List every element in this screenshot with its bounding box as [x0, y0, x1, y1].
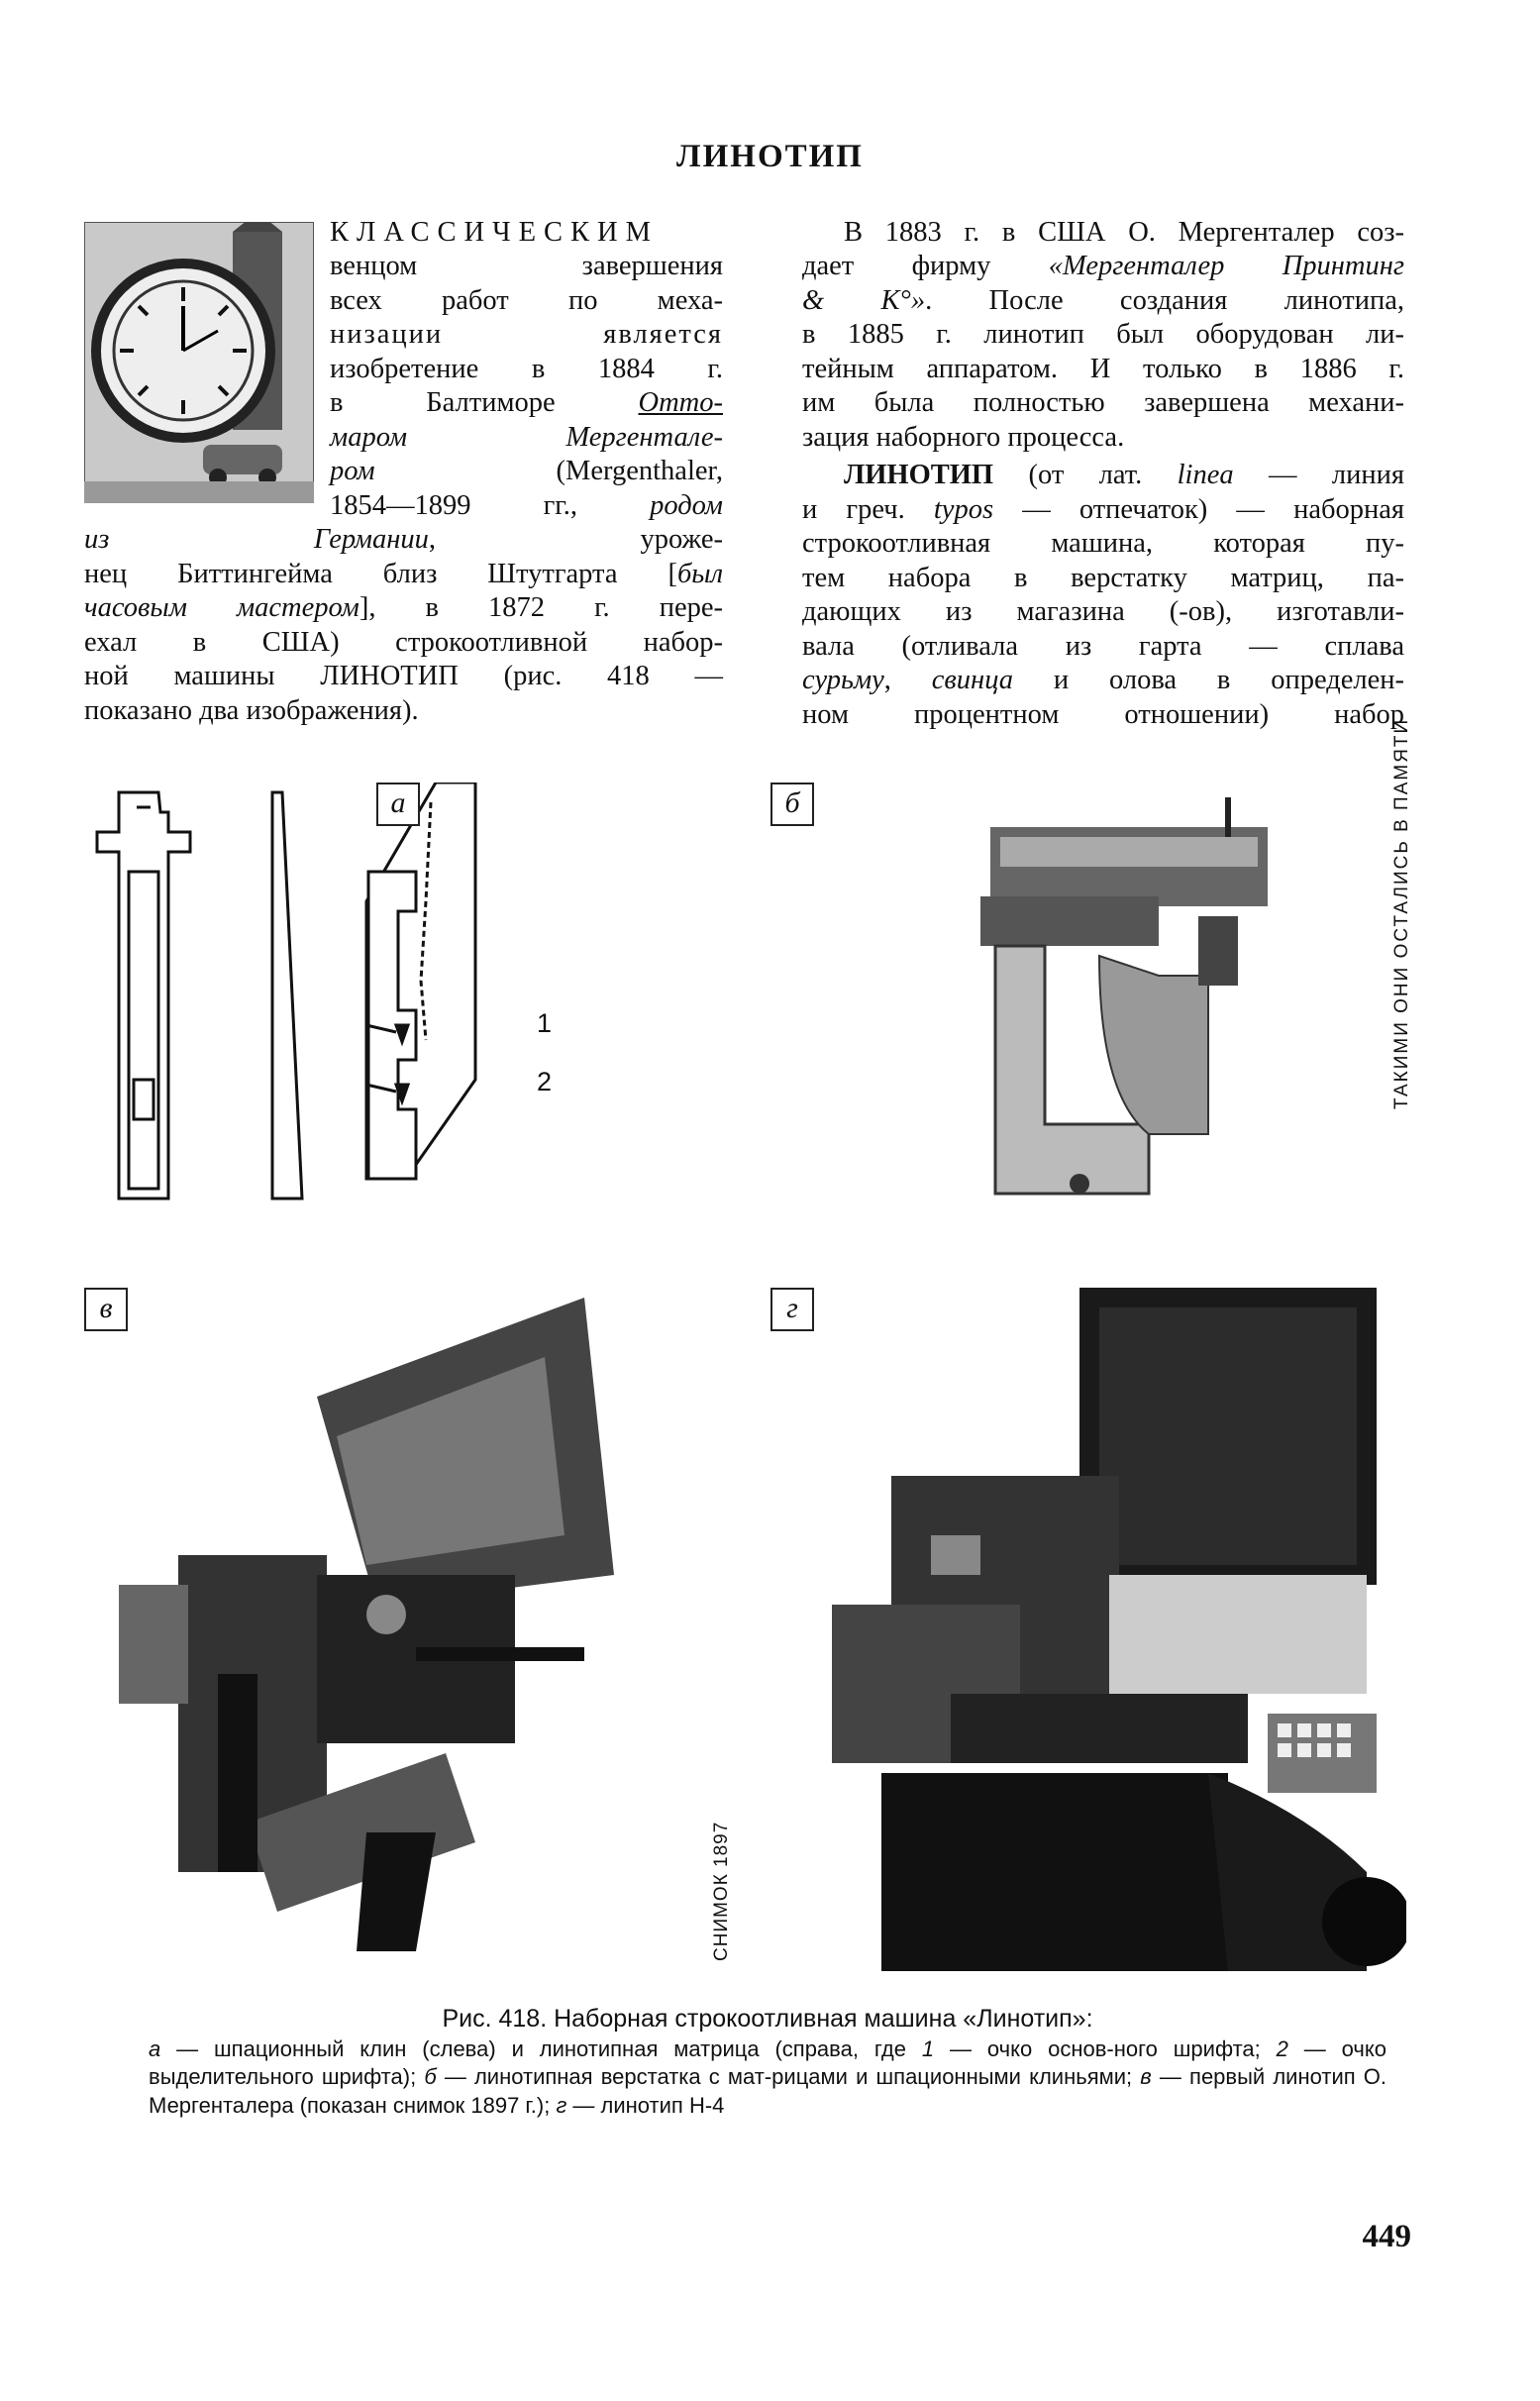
- caption-text: — шпационный клин (слева) и линотипная м…: [160, 2036, 922, 2061]
- text-line: всех работ по меха-: [330, 284, 723, 316]
- text-span: (от лат.: [993, 460, 1178, 491]
- name-italic: ром: [330, 456, 375, 487]
- text-italic: часовым мастером: [84, 592, 359, 624]
- figure-label-g: г: [770, 1288, 814, 1331]
- text-italic: сурьму: [802, 665, 884, 696]
- text-italic: linea: [1177, 460, 1234, 491]
- text-line: нец Биттингейма близ Штутгарта [был: [84, 558, 723, 591]
- spacing-wedge-drawing: [95, 790, 192, 1200]
- text-line: 1854—1899 гг., родом: [84, 489, 723, 523]
- text-span: , уроже-: [428, 524, 724, 556]
- text-italic: «Мергенталер Принтинг: [1048, 251, 1405, 282]
- text-line: тейным аппаратом. И только в 1886 г.: [802, 353, 1404, 384]
- text-span: — отпечаток) — наборная: [993, 493, 1404, 525]
- caption-number: 2: [1276, 2036, 1288, 2061]
- photo-credit: СНИМОК 1897: [711, 1821, 732, 1961]
- clock-illustration: [84, 222, 314, 503]
- caption-letter: г: [556, 2092, 567, 2118]
- text-line: показано два изображения).: [84, 694, 419, 726]
- page-number: 449: [1362, 2219, 1412, 2254]
- text-italic: typos: [933, 493, 994, 525]
- text-line: ром (Mergenthaler,: [84, 455, 723, 488]
- composing-stick-photo: [980, 797, 1268, 1196]
- text-span: 1854—1899 гг.,: [330, 489, 651, 521]
- left-text-column: КЛАССИЧЕСКИМ венцом завершения всех рабо…: [84, 216, 723, 728]
- thin-wedge-drawing: [270, 790, 304, 1200]
- lead-word: КЛАССИЧЕСКИМ: [330, 217, 659, 248]
- text-line: дает фирму «Мергенталер Принтинг: [802, 250, 1404, 283]
- text-line: часовым мастером], в 1872 г. пере-: [84, 591, 723, 625]
- caption-text: — первый линотип О. Мергенталера (показа…: [149, 2064, 1387, 2118]
- right-text-column: В 1883 г. в США О. Мергенталер соз- дает…: [802, 216, 1404, 732]
- caption-text: — очко основ-ного шрифта;: [934, 2036, 1277, 2061]
- text-line: из Германии, уроже-: [84, 523, 723, 557]
- text-line: дающих из магазина (-ов), изготавли-: [802, 596, 1404, 628]
- figure-a-drawings: [95, 783, 477, 1200]
- name-italic: Отто-: [638, 387, 724, 419]
- text-span: ], в 1872 г. пере-: [359, 592, 724, 624]
- term-bold: ЛИНОТИП: [844, 460, 994, 491]
- text-italic: свинца: [931, 665, 1014, 696]
- text-line: им была полностью завершена механи-: [802, 387, 1404, 419]
- text-span: — линия: [1233, 460, 1404, 491]
- text-line: венцом завершения: [330, 251, 723, 282]
- text-line: ехал в США) строкоотливной набор-: [84, 626, 723, 658]
- text-line: зация наборного процесса.: [802, 421, 1125, 453]
- marker-2: 2: [537, 1067, 553, 1096]
- text-line: тем набора в верстатку матриц, па-: [802, 562, 1404, 593]
- linotype-n4-photo: [832, 1288, 1406, 1971]
- name-italic: маром Мергентале-: [330, 421, 723, 453]
- text-span: и олова в определен-: [1013, 665, 1405, 696]
- caption-letter: а: [149, 2036, 161, 2061]
- text-span: ,: [883, 665, 932, 696]
- figure-label-v: в: [84, 1288, 128, 1331]
- text-span: дает фирму: [802, 251, 1049, 282]
- text-italic: родом: [650, 489, 723, 521]
- text-line: ЛИНОТИП (от лат. linea — линия: [802, 459, 1404, 492]
- figure-caption: Рис. 418. Наборная строкоотливная машина…: [149, 2003, 1386, 2120]
- text-line: в Балтиморе Отто-: [84, 386, 723, 420]
- text-line: строкоотливная машина, которая пу-: [802, 528, 1404, 560]
- caption-letter: б: [424, 2064, 437, 2090]
- text-line: & К°». После создания линотипа,: [802, 284, 1404, 318]
- text-line: и греч. typos — отпечаток) — наборная: [802, 493, 1404, 527]
- text-line: ной машины ЛИНОТИП (рис. 418 —: [84, 661, 723, 692]
- text-span: (Mergenthaler,: [374, 456, 723, 487]
- figure-label-b: б: [770, 783, 814, 826]
- text-span: нец Биттингейма близ Штутгарта [: [84, 558, 677, 589]
- caption-title: Рис. 418. Наборная строкоотливная машина…: [442, 2005, 1093, 2033]
- marker-1: 1: [537, 1008, 553, 1038]
- caption-text: — линотип Н-4: [566, 2092, 725, 2118]
- text-italic: & К°»: [802, 284, 926, 316]
- caption-text: — линотипная верстатка с мат-рицами и шп…: [436, 2064, 1141, 2090]
- text-italic: был: [676, 558, 723, 589]
- caption-number: 1: [921, 2036, 935, 2061]
- side-note: ТАКИМИ ОНИ ОСТАЛИСЬ В ПАМЯТИ: [1391, 717, 1412, 1109]
- text-line: изобретение в 1884 г.: [330, 353, 723, 384]
- text-italic: из Германии: [84, 524, 429, 556]
- page-title: ЛИНОТИП: [676, 139, 864, 174]
- text-line: вала (отливала из гарта — сплава: [802, 630, 1404, 662]
- text-span: в Балтиморе: [330, 387, 639, 419]
- caption-body: а — шпационный клин (слева) и линотипная…: [149, 2036, 1386, 2121]
- text-line: В 1883 г. в США О. Мергенталер соз-: [844, 217, 1404, 248]
- figure-label-a: а: [376, 783, 420, 826]
- text-line: ном процентном отношении) набор: [802, 698, 1404, 730]
- text-span: . После создания линотипа,: [925, 284, 1404, 316]
- text-line: маром Мергентале-: [84, 421, 723, 455]
- first-linotype-photo: [119, 1298, 614, 1951]
- caption-letter: в: [1140, 2064, 1152, 2090]
- text-line: сурьму, свинца и олова в определен-: [802, 664, 1404, 697]
- text-line: низации является: [330, 319, 723, 351]
- text-span: и греч.: [802, 493, 934, 525]
- text-line: в 1885 г. линотип был оборудован ли-: [802, 319, 1404, 351]
- matrix-drawing: [364, 783, 477, 1181]
- caption-text: — очко выделительного шрифта);: [149, 2036, 1386, 2090]
